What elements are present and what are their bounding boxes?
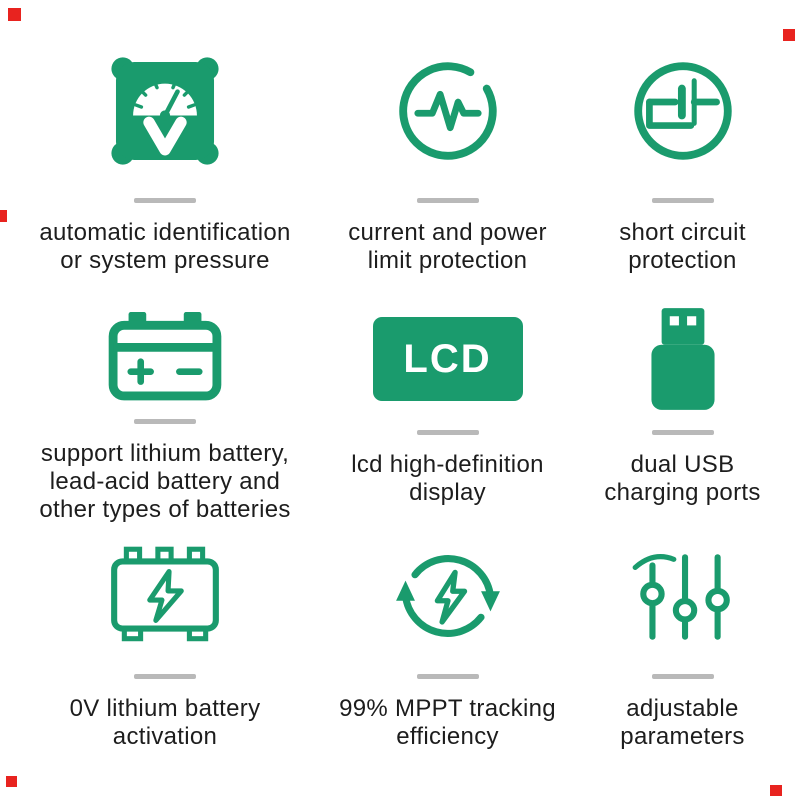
red-artifact-mark xyxy=(770,785,782,796)
lcd-badge-text: LCD xyxy=(372,317,523,401)
icon-underline xyxy=(651,198,714,203)
red-artifact-mark xyxy=(783,29,795,41)
usb-plug-icon xyxy=(637,300,729,418)
icon-underline xyxy=(134,419,196,424)
feature-caption: dual USB charging ports xyxy=(604,451,761,507)
feature-zero-volt-activation: 0V lithium battery activation xyxy=(0,524,330,751)
feature-mppt-efficiency: 99% MPPT tracking efficiency xyxy=(330,524,565,751)
feature-lcd-display: LCD lcd high-definition display xyxy=(330,292,565,524)
feature-grid: automatic identification or system press… xyxy=(0,0,800,751)
voltmeter-gauge-icon xyxy=(108,36,222,186)
feature-caption: support lithium battery, lead-acid batte… xyxy=(39,439,291,523)
icon-underline xyxy=(651,674,714,679)
feature-battery-type-support: support lithium battery, lead-acid batte… xyxy=(0,292,330,524)
current-waveform-icon xyxy=(392,36,504,186)
battery-module-bolt-icon xyxy=(104,530,226,662)
icon-underline xyxy=(134,674,196,679)
feature-adjustable-parameters: adjustable parameters xyxy=(565,524,800,751)
feature-current-power-limit: current and power limit protection xyxy=(330,0,565,292)
feature-dual-usb-ports: dual USB charging ports xyxy=(565,292,800,524)
car-battery-icon xyxy=(104,300,226,407)
feature-caption: lcd high-definition display xyxy=(351,451,544,507)
icon-underline xyxy=(134,198,196,203)
icon-underline xyxy=(651,430,714,435)
red-artifact-mark xyxy=(6,776,17,787)
icon-underline xyxy=(416,198,479,203)
recycle-bolt-icon xyxy=(389,530,507,662)
feature-automatic-identification: automatic identification or system press… xyxy=(0,0,330,292)
icon-underline xyxy=(416,430,479,435)
feature-caption: short circuit protection xyxy=(619,219,746,275)
feature-caption: adjustable parameters xyxy=(620,695,745,751)
red-artifact-mark xyxy=(0,210,7,222)
battery-circuit-icon xyxy=(627,36,739,186)
feature-caption: automatic identification or system press… xyxy=(39,219,291,275)
icon-underline xyxy=(416,674,479,679)
feature-caption: 99% MPPT tracking efficiency xyxy=(339,695,556,751)
red-artifact-mark xyxy=(8,8,21,21)
feature-caption: 0V lithium battery activation xyxy=(69,695,261,751)
lcd-badge-icon: LCD xyxy=(372,300,523,418)
feature-short-circuit-protection: short circuit protection xyxy=(565,0,800,292)
sliders-icon xyxy=(627,530,739,662)
feature-caption: current and power limit protection xyxy=(348,219,547,275)
